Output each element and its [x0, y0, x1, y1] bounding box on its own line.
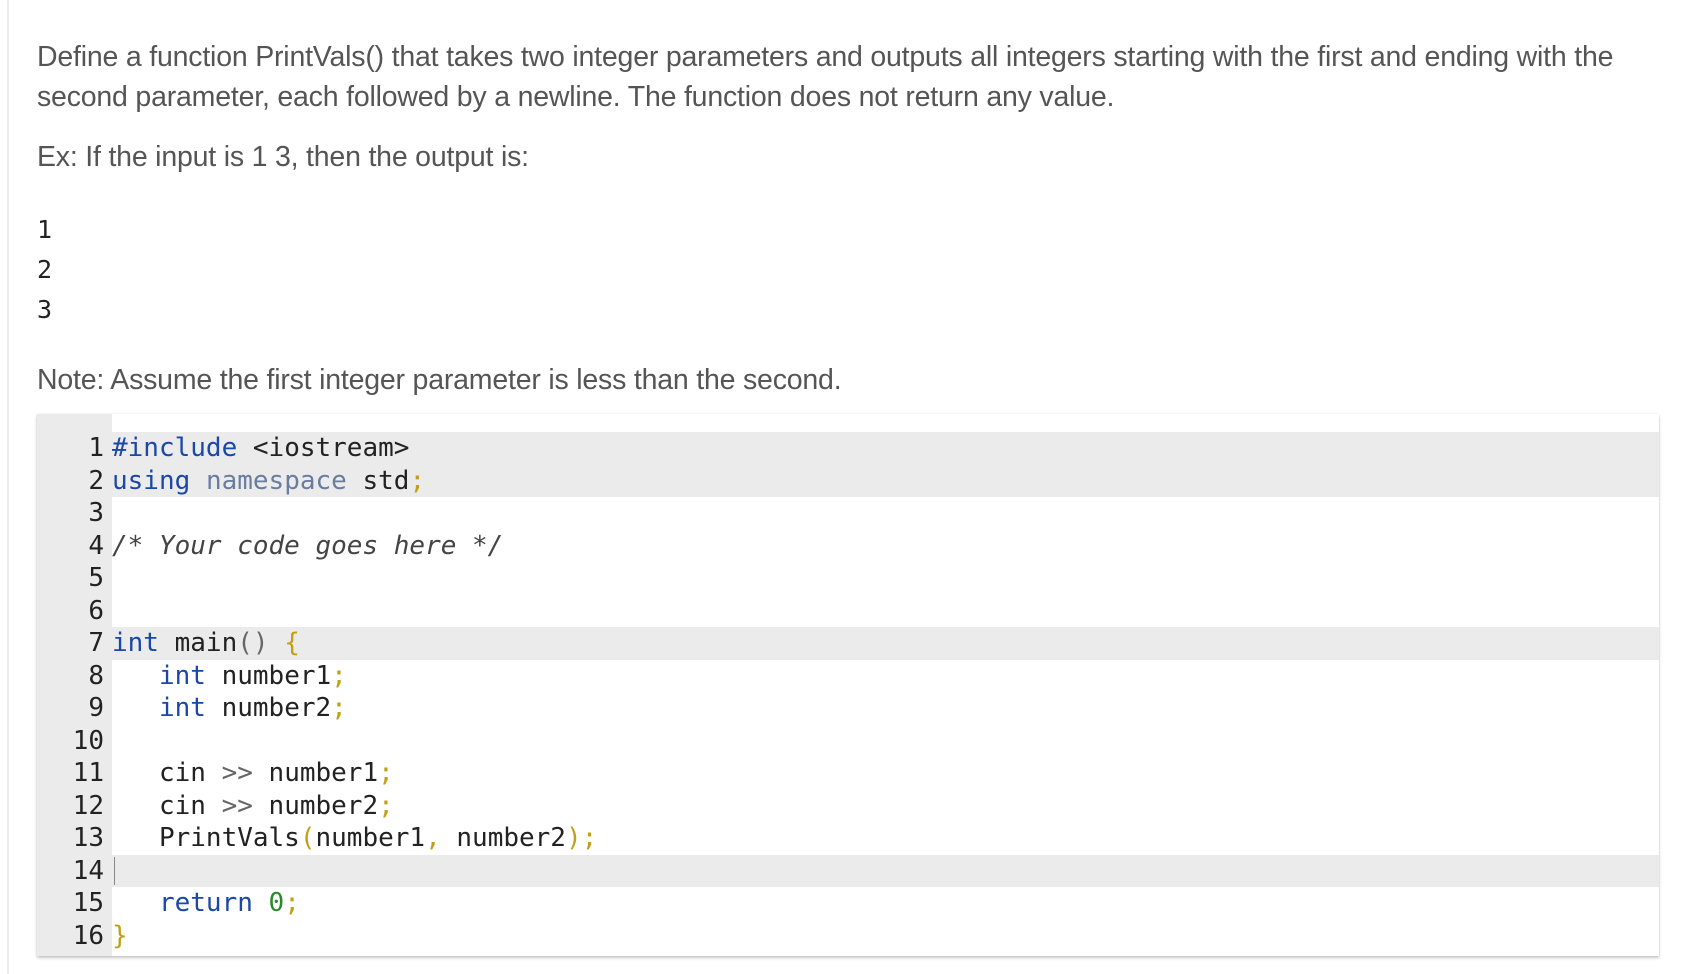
line-number: 5 [88, 563, 104, 593]
code-text[interactable]: int number1; [158, 660, 347, 691]
code-line-active[interactable]: 14 [37, 855, 1659, 888]
code-line[interactable]: 13 PrintVals(number1, number2); [37, 822, 1659, 855]
readonly-line-highlight [37, 627, 1659, 660]
active-line-highlight [37, 854, 1659, 887]
code-lines[interactable]: 1 #include <iostream> 2 using namespace st… [37, 432, 1659, 952]
line-number: 6 [88, 595, 104, 626]
line-number: 3 [88, 498, 104, 528]
line-number: 7 [88, 628, 104, 658]
line-number: 16 [72, 920, 104, 951]
code-line[interactable]: 15 return 0; [37, 887, 1659, 920]
code-line[interactable]: 12 cin >> number2; [37, 790, 1659, 823]
line-number: 11 [72, 758, 104, 788]
code-text[interactable] [112, 856, 115, 886]
code-text[interactable]: PrintVals(number1, number2); [112, 823, 598, 853]
code-line[interactable]: 2 using namespace std; [37, 465, 1659, 498]
problem-note: Note: Assume the first integer parameter… [37, 364, 842, 396]
left-border [7, 0, 9, 974]
code-comment[interactable]: /* Your code goes here */ [112, 530, 504, 561]
code-line[interactable]: 10 [37, 725, 1659, 758]
code-line[interactable]: 7 int main() { [37, 627, 1659, 660]
line-number: 10 [72, 725, 104, 756]
code-line[interactable]: 16} [37, 920, 1659, 953]
code-text[interactable]: int main() { [112, 628, 300, 658]
example-output-line: 1 [37, 215, 53, 244]
code-line[interactable]: 11 cin >> number1; [37, 757, 1659, 790]
code-text[interactable]: int number2; [158, 693, 347, 723]
code-line[interactable]: 9 int number2; [37, 692, 1659, 725]
code-editor[interactable]: 1 #include <iostream> 2 using namespace st… [37, 414, 1659, 956]
line-number: 14 [72, 855, 104, 886]
code-text[interactable]: } [112, 920, 128, 951]
line-number: 15 [72, 888, 104, 918]
code-line[interactable]: 1 #include <iostream> [37, 432, 1659, 465]
problem-description: Define a function PrintVals() that takes… [37, 41, 1614, 113]
code-line[interactable]: 3 [37, 497, 1659, 530]
line-number: 9 [88, 693, 104, 723]
code-text[interactable]: return 0; [158, 888, 300, 918]
example-output: 1 2 3 [37, 210, 52, 330]
line-number: 13 [72, 823, 104, 853]
text-cursor [114, 857, 115, 885]
example-output-line: 3 [37, 295, 53, 324]
code-text[interactable]: cin >> number2; [112, 790, 394, 821]
example-output-line: 2 [37, 255, 53, 284]
line-number: 2 [88, 465, 104, 496]
line-number: 8 [88, 660, 104, 691]
line-number: 4 [88, 530, 104, 561]
code-text[interactable]: #include <iostream> [112, 433, 410, 463]
line-number: 12 [72, 790, 104, 821]
code-line[interactable]: 4 /* Your code goes here */ [37, 530, 1659, 563]
code-text[interactable]: cin >> number1; [112, 758, 394, 788]
code-line[interactable]: 5 [37, 562, 1659, 595]
code-text[interactable]: using namespace std; [112, 465, 426, 496]
code-line[interactable]: 8 int number1; [37, 660, 1659, 693]
readonly-line-highlight [37, 432, 1659, 497]
example-intro: Ex: If the input is 1 3, then the output… [37, 141, 529, 173]
code-line[interactable]: 6 [37, 595, 1659, 628]
line-number: 1 [88, 433, 104, 463]
